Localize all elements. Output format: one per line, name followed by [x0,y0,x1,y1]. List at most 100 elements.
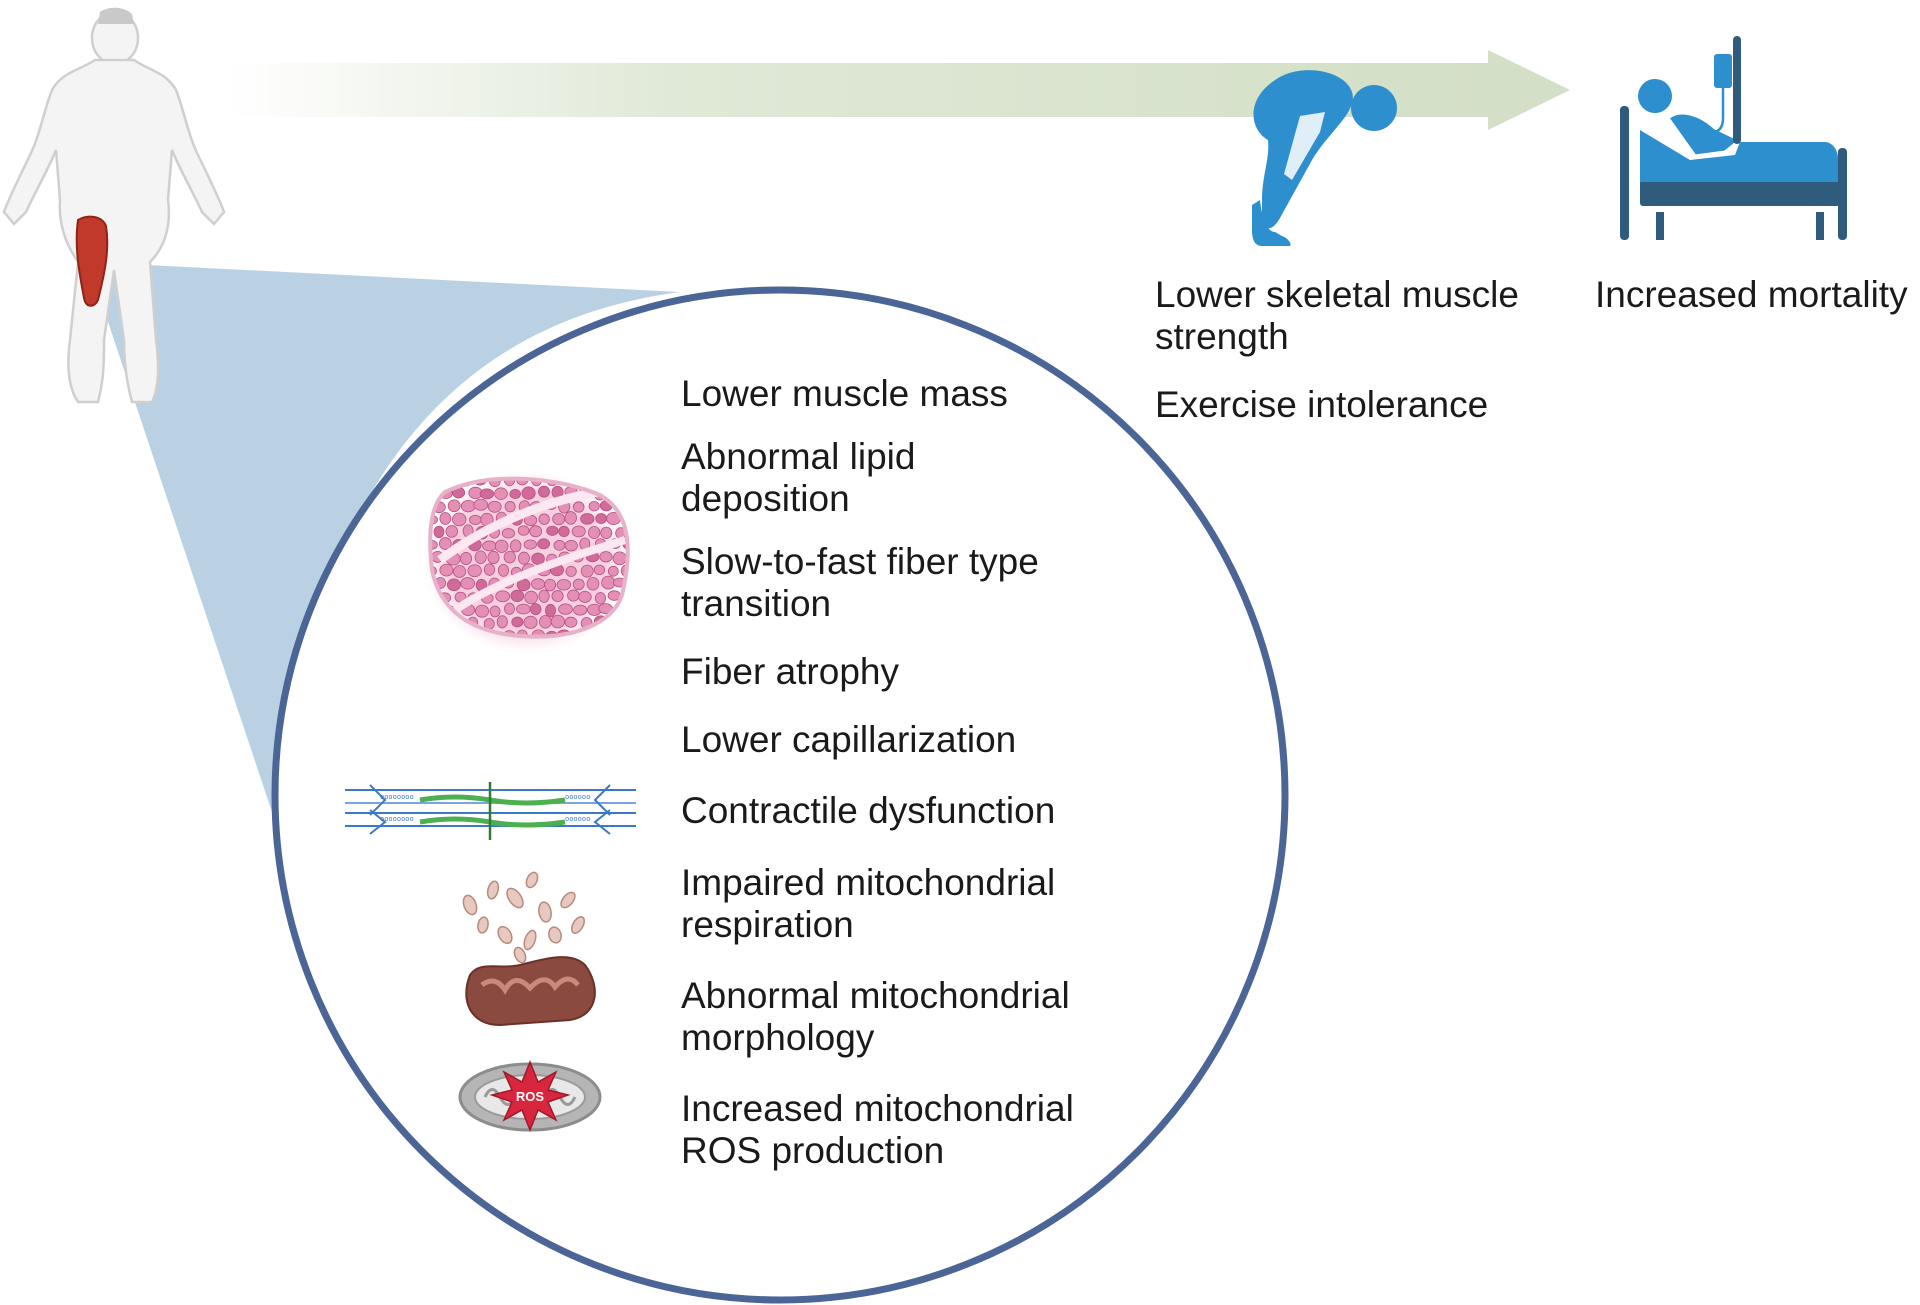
tissue-cell [483,563,496,576]
tissue-cell [553,539,566,551]
change-fiber-type-transition: Slow-to-fast fiber type transition [681,541,1039,624]
tissue-cell [501,528,515,539]
obese-person-icon [2,7,226,404]
tissue-cell [580,564,594,578]
change-increased-ros: Increased mitochondrial ROS production [681,1088,1074,1171]
tissue-cell [433,525,445,539]
tissue-cell [558,603,573,615]
tissue-cell [439,563,454,577]
tissue-cell [580,513,595,525]
change-abnormal-lipid-deposition: Abnormal lipid deposition [681,436,916,519]
outcome-lower-strength: Lower skeletal muscle strength [1155,274,1519,357]
tissue-cell [517,525,530,536]
tissue-cell [538,513,550,525]
tissue-cell [467,564,482,578]
tissue-cell [539,615,552,629]
tissue-cell [494,539,509,553]
tissue-septum [437,485,611,564]
tissue-cell [479,488,495,500]
tissue-cell [509,539,522,553]
tissue-cell [447,499,461,513]
ros-mitochondrion-icon: ROS [458,1059,602,1133]
tissue-cell [523,615,538,629]
change-fiber-atrophy: Fiber atrophy [681,651,899,692]
svg-text:oooooooo: oooooooo [380,815,414,823]
tissue-cell [511,616,524,628]
tissue-cell [474,550,487,564]
outcome-increased-mortality: Increased mortality [1595,274,1908,315]
tissue-cell [588,500,600,512]
tissue-cell [538,589,550,603]
tissue-cell [516,603,531,615]
tissue-cell [571,525,586,538]
change-impaired-respiration: Impaired mitochondrial respiration [681,862,1056,945]
tissue-cell [544,578,557,592]
tissue-cell [564,511,577,525]
tissue-cell [564,539,578,552]
tissue-cell [572,501,585,513]
tissue-cell [494,487,508,500]
tissue-cell [578,590,592,603]
tissue-cell [487,550,500,565]
tissue-cell [517,551,530,565]
tissue-cell [504,602,515,615]
tissue-cell [551,590,564,603]
damaged-mitochondrion-icon [462,871,596,1027]
tissue-cell [530,603,542,616]
tissue-cell [446,578,461,592]
hospital-bed-icon [1620,36,1847,240]
tissue-cell [546,525,559,536]
svg-text:oooooooo: oooooooo [380,793,414,801]
tissue-cell [588,526,601,539]
tissue-septum [452,536,627,614]
change-contractile-dysfunction: Contractile dysfunction [681,790,1056,831]
tissue-cell [538,485,550,498]
tissue-cell [510,589,525,603]
tissue-cell [564,616,578,628]
tissue-cell [523,539,537,550]
outcome-exercise-intolerance: Exercise intolerance [1155,384,1489,425]
tissue-cell [504,501,516,513]
tissue-cell [572,578,585,591]
ros-starburst [489,1059,571,1133]
svg-text:oooooo: oooooo [565,793,590,801]
change-abnormal-morphology: Abnormal mitochondrial morphology [681,975,1070,1058]
thigh-muscle-icon [75,215,109,307]
tissue-cell [599,551,613,563]
tissue-cell [545,603,556,618]
tissue-cell [607,565,619,577]
tissue-cell [460,577,475,590]
tissue-cell [453,565,467,578]
tissue-cell [460,552,473,566]
tissue-cell [452,512,467,527]
tissue-cell [460,499,476,513]
svg-text:oooooo: oooooo [565,815,590,823]
tissue-cell [586,576,600,591]
tissue-cell [552,512,566,526]
tissue-cell [595,513,608,524]
tissue-cell [524,590,538,605]
tissue-cell [473,498,489,511]
tissue-cell [475,604,490,618]
change-lower-capillarization: Lower capillarization [681,719,1017,760]
tissue-cell [469,514,482,525]
tissue-cell [600,526,613,539]
tissue-cell [558,525,570,538]
tissue-cell [487,500,502,513]
tissue-cell [529,525,543,538]
tissue-cell [521,486,536,500]
tissue-cell [565,565,577,577]
tissue-cell [439,537,452,550]
tissue-cell [489,605,501,618]
tissue-cell [594,592,607,605]
tissue-cell [573,604,588,616]
tissue-cell [593,564,606,576]
tissue-cell [439,512,452,525]
tissue-cell [495,590,511,603]
magnification-cone [88,262,680,812]
tissue-cell [567,589,580,602]
ros-label: ROS [516,1089,545,1104]
tissue-cell [445,525,459,538]
tissue-cell [556,579,572,591]
